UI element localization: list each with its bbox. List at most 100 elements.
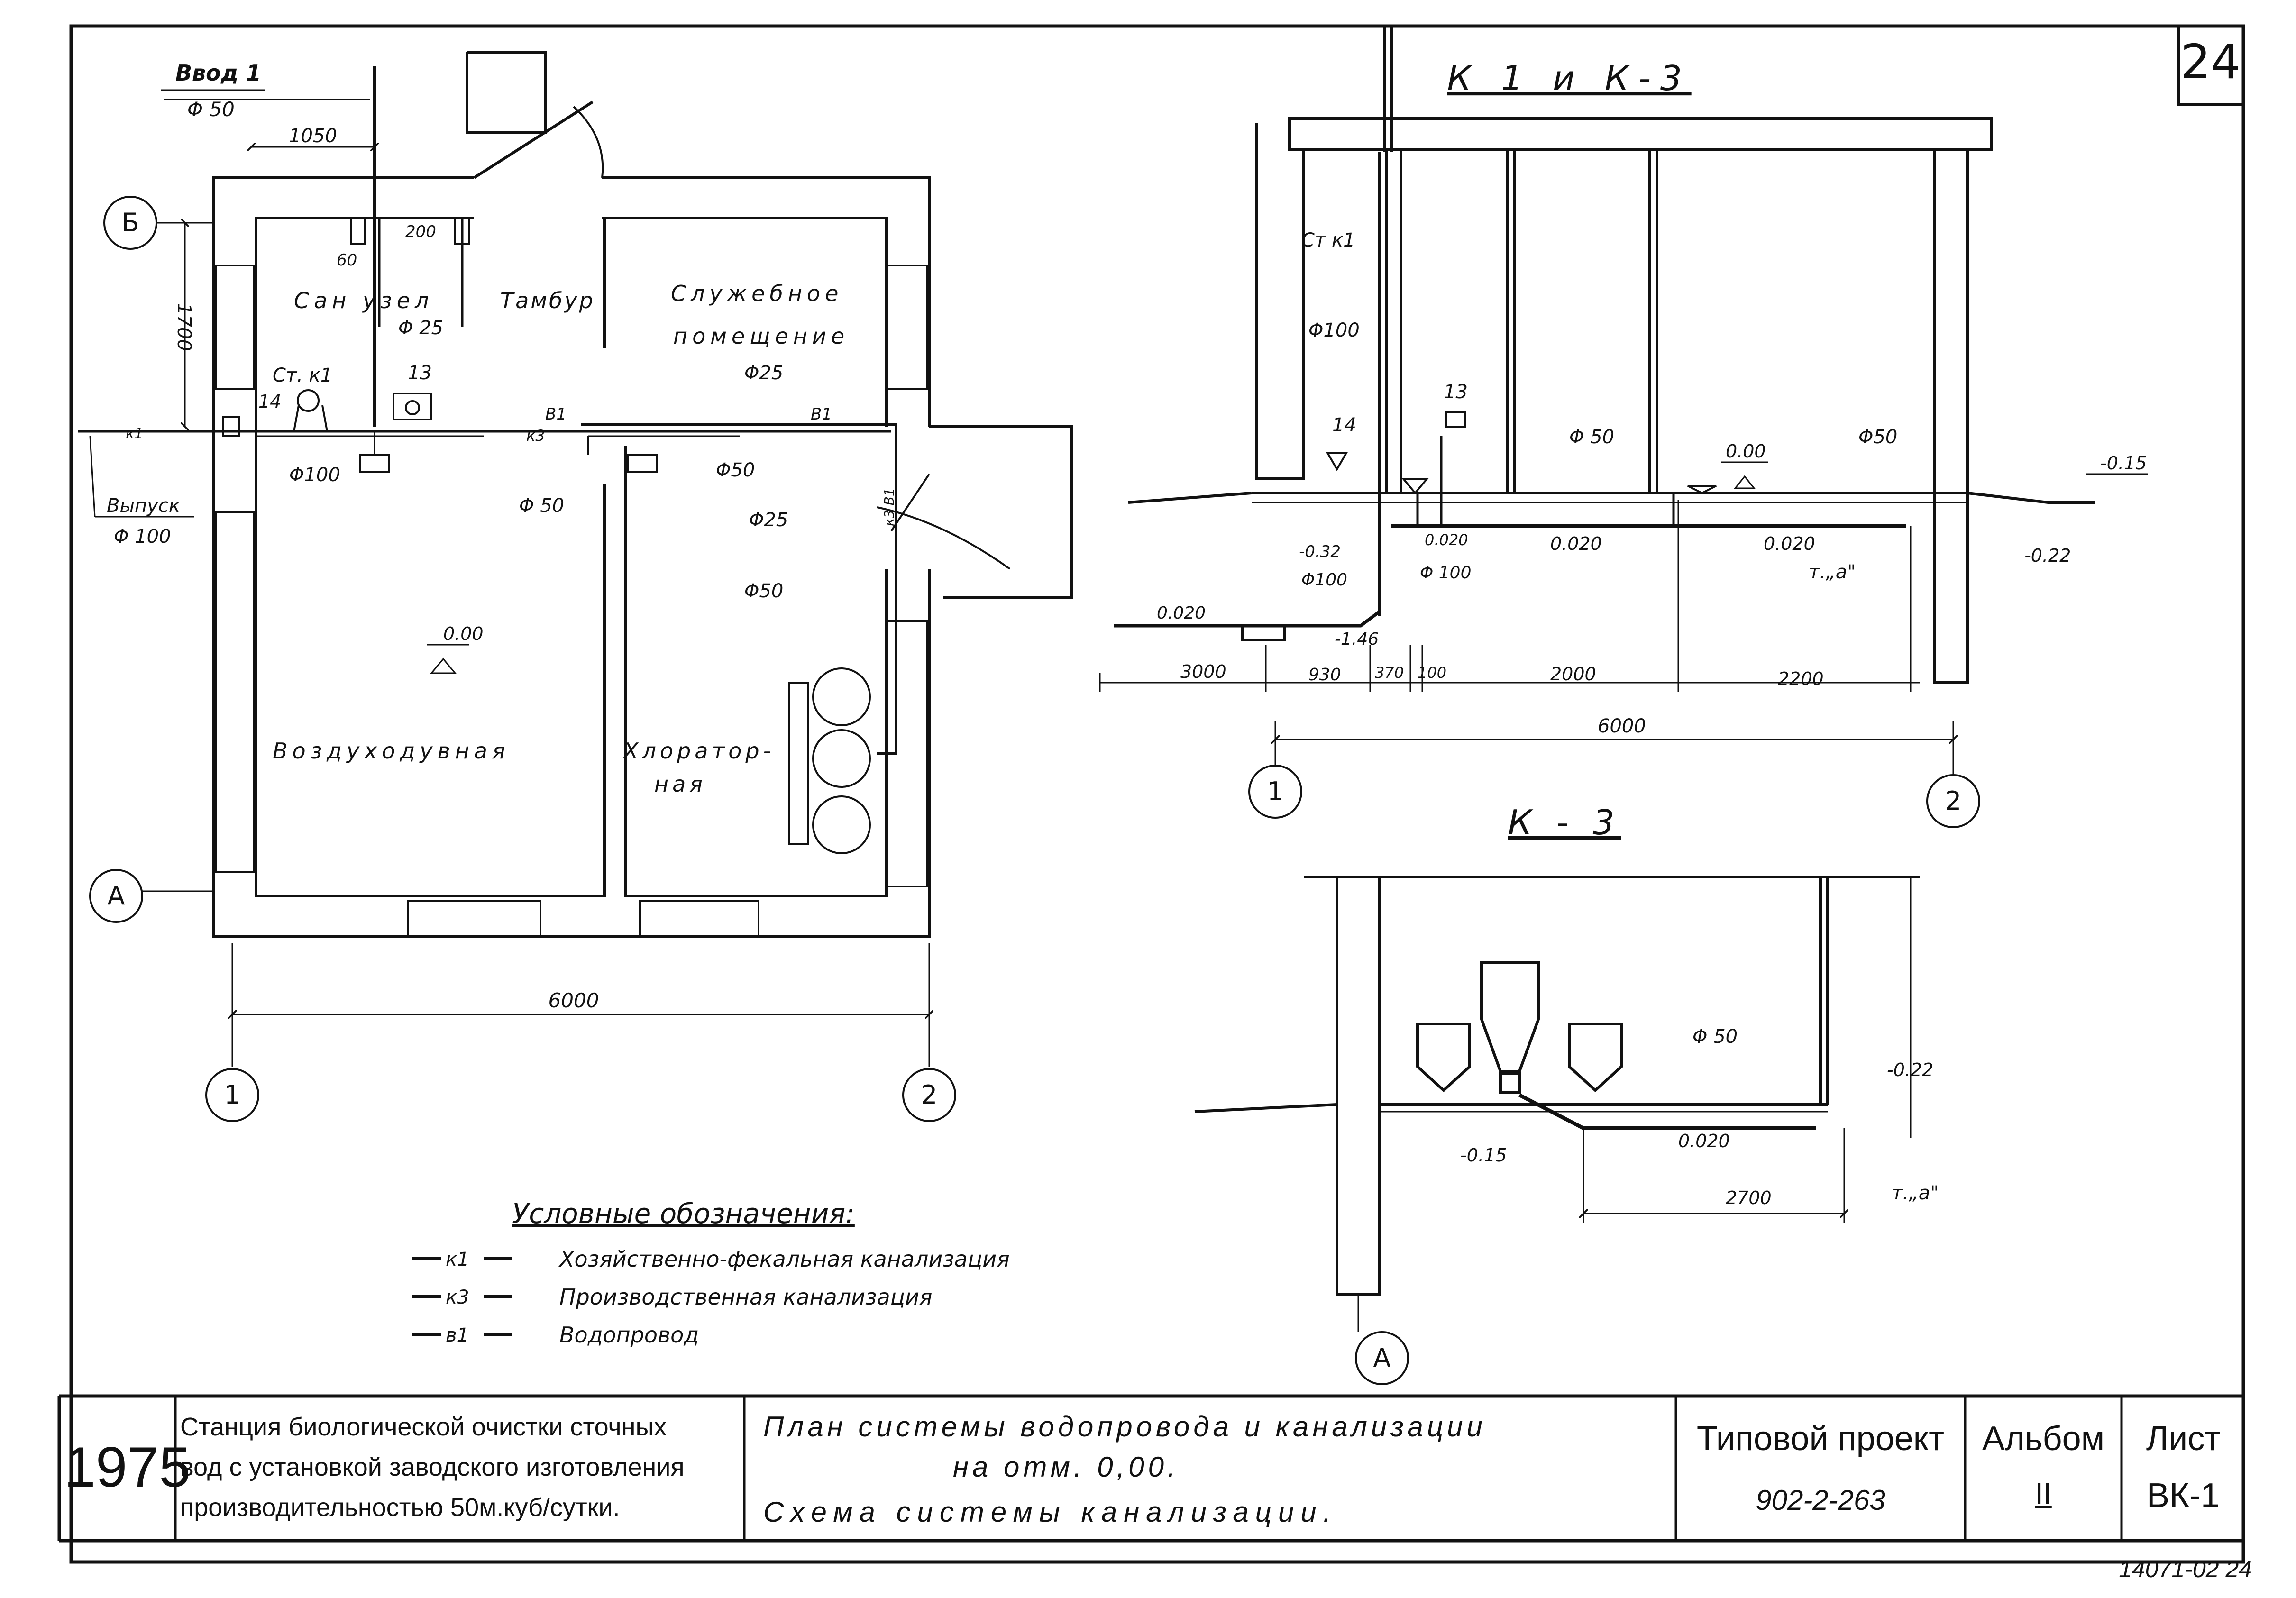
plan-k3-b1: к3 В1 bbox=[881, 488, 897, 526]
plan-pipes bbox=[78, 66, 897, 755]
s1-s0020a: 0.020 bbox=[1157, 603, 1206, 623]
section-k1-k3: К 1 и К-3 bbox=[1099, 25, 2148, 828]
legend-code-1: к1 bbox=[446, 1249, 469, 1270]
tb-desc-1: Станция биологической очистки сточных bbox=[180, 1413, 667, 1441]
plan-d100: Φ100 bbox=[289, 464, 340, 486]
tb-year: 1975 bbox=[64, 1435, 191, 1499]
plan-d50-a: Φ 50 bbox=[519, 495, 564, 517]
tb-title-1: План системы водопровода и канализации bbox=[763, 1411, 1486, 1443]
s1-s0020d: 0.020 bbox=[1764, 533, 1815, 554]
s1-axis-2: 2 bbox=[1945, 786, 1961, 816]
plan-level-000: 0.00 bbox=[443, 623, 484, 644]
s1-s0020c: 0.020 bbox=[1550, 533, 1602, 554]
floor-plan: 1050 200 60 1700 6000 Ввод 1 Φ 50 Б А 1 … bbox=[78, 51, 1073, 1122]
legend-code-2: к3 bbox=[446, 1287, 469, 1308]
s1-dim-930: 930 bbox=[1308, 665, 1341, 685]
plan-axis-bubbles bbox=[89, 196, 956, 1122]
section2-title: К - 3 bbox=[1508, 803, 1621, 842]
legend-text-1: Хозяйственно-фекальная канализация bbox=[558, 1246, 1010, 1272]
room-service-2: помещение bbox=[673, 323, 849, 349]
s2-s0020: 0.020 bbox=[1678, 1131, 1730, 1151]
axis-b: Б bbox=[121, 208, 139, 237]
s1-ta: т.„а" bbox=[1809, 561, 1856, 583]
tb-desc-3: производительностью 50м.куб/сутки. bbox=[180, 1493, 620, 1522]
room-chlor-1: Хлоратор- bbox=[622, 738, 775, 764]
s1-d100b: Φ100 bbox=[1301, 570, 1347, 590]
plan-k1: к1 bbox=[126, 426, 143, 442]
plan-n13: 13 bbox=[408, 362, 432, 384]
s1-d100: Φ100 bbox=[1308, 320, 1360, 341]
s1-dim-370: 370 bbox=[1375, 664, 1404, 682]
dim-6000-plan: 6000 bbox=[549, 989, 599, 1012]
footer-code: 14071-02 24 bbox=[2119, 1556, 2252, 1582]
s1-lvm032: -0.32 bbox=[1299, 542, 1341, 561]
s1-st: Ст к1 bbox=[1301, 229, 1355, 251]
plan-d25-c: Φ25 bbox=[749, 509, 788, 531]
section1-title: К 1 и К-3 bbox=[1447, 58, 1691, 98]
axis-a-plan: А bbox=[108, 881, 125, 911]
s1-lvm015: -0.15 bbox=[2100, 453, 2147, 474]
plan-dimensions bbox=[130, 99, 929, 1067]
s1-dim-3000: 3000 bbox=[1180, 661, 1226, 682]
s1-dim-100: 100 bbox=[1418, 664, 1446, 682]
dim-1700: 1700 bbox=[173, 303, 195, 351]
sheet-number-box: 24 bbox=[2180, 34, 2241, 90]
tb-project-label: Типовой проект bbox=[1696, 1420, 1945, 1458]
sheet-frame bbox=[57, 24, 2245, 1564]
tb-sheet-label: Лист bbox=[2146, 1420, 2221, 1458]
room-service-1: Служебное bbox=[671, 281, 843, 306]
plan-k3: к3 bbox=[526, 427, 545, 445]
s1-axis-1: 1 bbox=[1267, 776, 1283, 806]
s1-n14: 14 bbox=[1332, 414, 1356, 436]
s1-lv000: 0.00 bbox=[1726, 441, 1766, 462]
s2-d50: Φ 50 bbox=[1692, 1026, 1738, 1048]
plan-d25-a: Φ 25 bbox=[398, 317, 443, 339]
plan-outlet: Выпуск bbox=[107, 495, 180, 517]
plan-d25-b: Φ25 bbox=[744, 362, 783, 384]
dim-200: 200 bbox=[405, 222, 436, 241]
s2-axis-a: А bbox=[1373, 1343, 1391, 1373]
s1-dim-6000: 6000 bbox=[1598, 715, 1646, 737]
tb-album-label: Альбом bbox=[1982, 1420, 2105, 1458]
plan-d50-b: Φ50 bbox=[716, 459, 755, 481]
tb-desc-2: вод с установкой заводского изготовления bbox=[180, 1453, 685, 1481]
s1-d100c: Φ 100 bbox=[1420, 563, 1472, 583]
s1-lvm146: -1.46 bbox=[1335, 630, 1379, 649]
plan-walls bbox=[212, 51, 1073, 938]
inlet-label: Ввод 1 bbox=[175, 60, 261, 86]
tb-title-2: на отм. 0,00. bbox=[953, 1451, 1180, 1483]
tb-title-3: Схема системы канализации. bbox=[763, 1496, 1338, 1528]
dim-1050: 1050 bbox=[289, 125, 337, 147]
plan-st-k1: Ст. к1 bbox=[273, 365, 332, 386]
s1-s0020b: 0.020 bbox=[1425, 531, 1468, 549]
s2-lvm015: -0.15 bbox=[1460, 1145, 1507, 1166]
s2-dim-2700: 2700 bbox=[1726, 1187, 1772, 1208]
s1-d50-b: Φ50 bbox=[1858, 426, 1897, 448]
room-vozduh: Воздуходувная bbox=[273, 738, 510, 764]
plan-fixtures bbox=[222, 389, 871, 854]
axis-2-plan: 2 bbox=[921, 1080, 937, 1110]
legend-text-3: Водопровод bbox=[559, 1322, 699, 1348]
legend: Условные обозначения: к1 Хозяйственно-фе… bbox=[412, 1197, 1010, 1348]
dim-60: 60 bbox=[337, 251, 357, 270]
plan-outlet-dia: Φ 100 bbox=[114, 526, 171, 548]
section-k3: К - 3 Φ 50 0.020 -0.22 -0.15 т.„а" 2700 bbox=[1194, 803, 1939, 1385]
s1-lvm022: -0.22 bbox=[2024, 545, 2071, 566]
s2-ta: т.„а" bbox=[1892, 1182, 1939, 1204]
tb-album-number: II bbox=[2035, 1476, 2052, 1510]
tb-sheet-code: ВК-1 bbox=[2147, 1477, 2220, 1515]
legend-title: Условные обозначения: bbox=[512, 1197, 855, 1230]
legend-text-2: Производственная канализация bbox=[559, 1284, 933, 1310]
room-tambur: Тамбур bbox=[500, 288, 595, 313]
plan-d50-c: Φ50 bbox=[744, 580, 783, 602]
plan-b1-top: В1 bbox=[811, 405, 832, 424]
s1-d50-a: Φ 50 bbox=[1569, 426, 1614, 448]
s1-n13: 13 bbox=[1444, 381, 1468, 403]
s1-dim-2000: 2000 bbox=[1550, 664, 1596, 685]
axis-1-plan: 1 bbox=[224, 1080, 240, 1110]
legend-code-3: в1 bbox=[446, 1324, 469, 1346]
s1-dim-2200: 2200 bbox=[1778, 668, 1824, 689]
s2-lvm022: -0.22 bbox=[1887, 1059, 1933, 1080]
